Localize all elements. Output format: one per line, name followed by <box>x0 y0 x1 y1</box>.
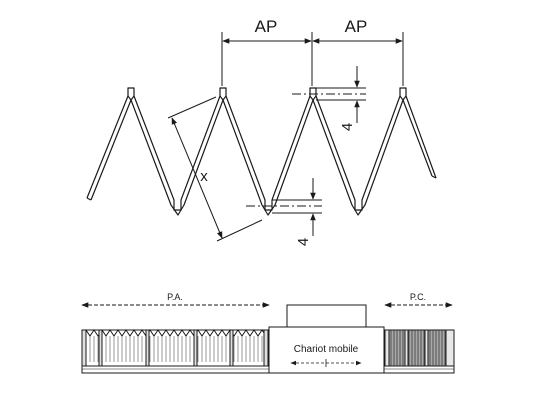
depth-label: x <box>200 168 208 185</box>
tolerance-lower-label: 4 <box>295 238 312 246</box>
pitch-label-right: AP <box>345 17 368 36</box>
pa-label: P.A. <box>167 292 183 302</box>
tolerance-lower <box>246 178 322 236</box>
bellows-side-view <box>81 302 455 374</box>
moving-carriage <box>268 304 385 374</box>
tolerance-upper <box>292 66 366 123</box>
depth-arrow <box>171 117 223 239</box>
pc-compressed-bellows <box>384 329 455 367</box>
base-rail <box>81 365 455 374</box>
bellows-profile <box>86 87 437 216</box>
pitch-label-left: AP <box>255 17 278 36</box>
tolerance-upper-label: 4 <box>339 123 356 131</box>
pitch-dimensions <box>221 32 404 86</box>
bellows-outer-edge <box>86 87 437 211</box>
depth-dimension <box>167 96 263 242</box>
pc-label: P.C. <box>410 292 426 302</box>
carriage-label: Chariot mobile <box>294 344 359 355</box>
pa-extended-bellows <box>81 329 269 367</box>
